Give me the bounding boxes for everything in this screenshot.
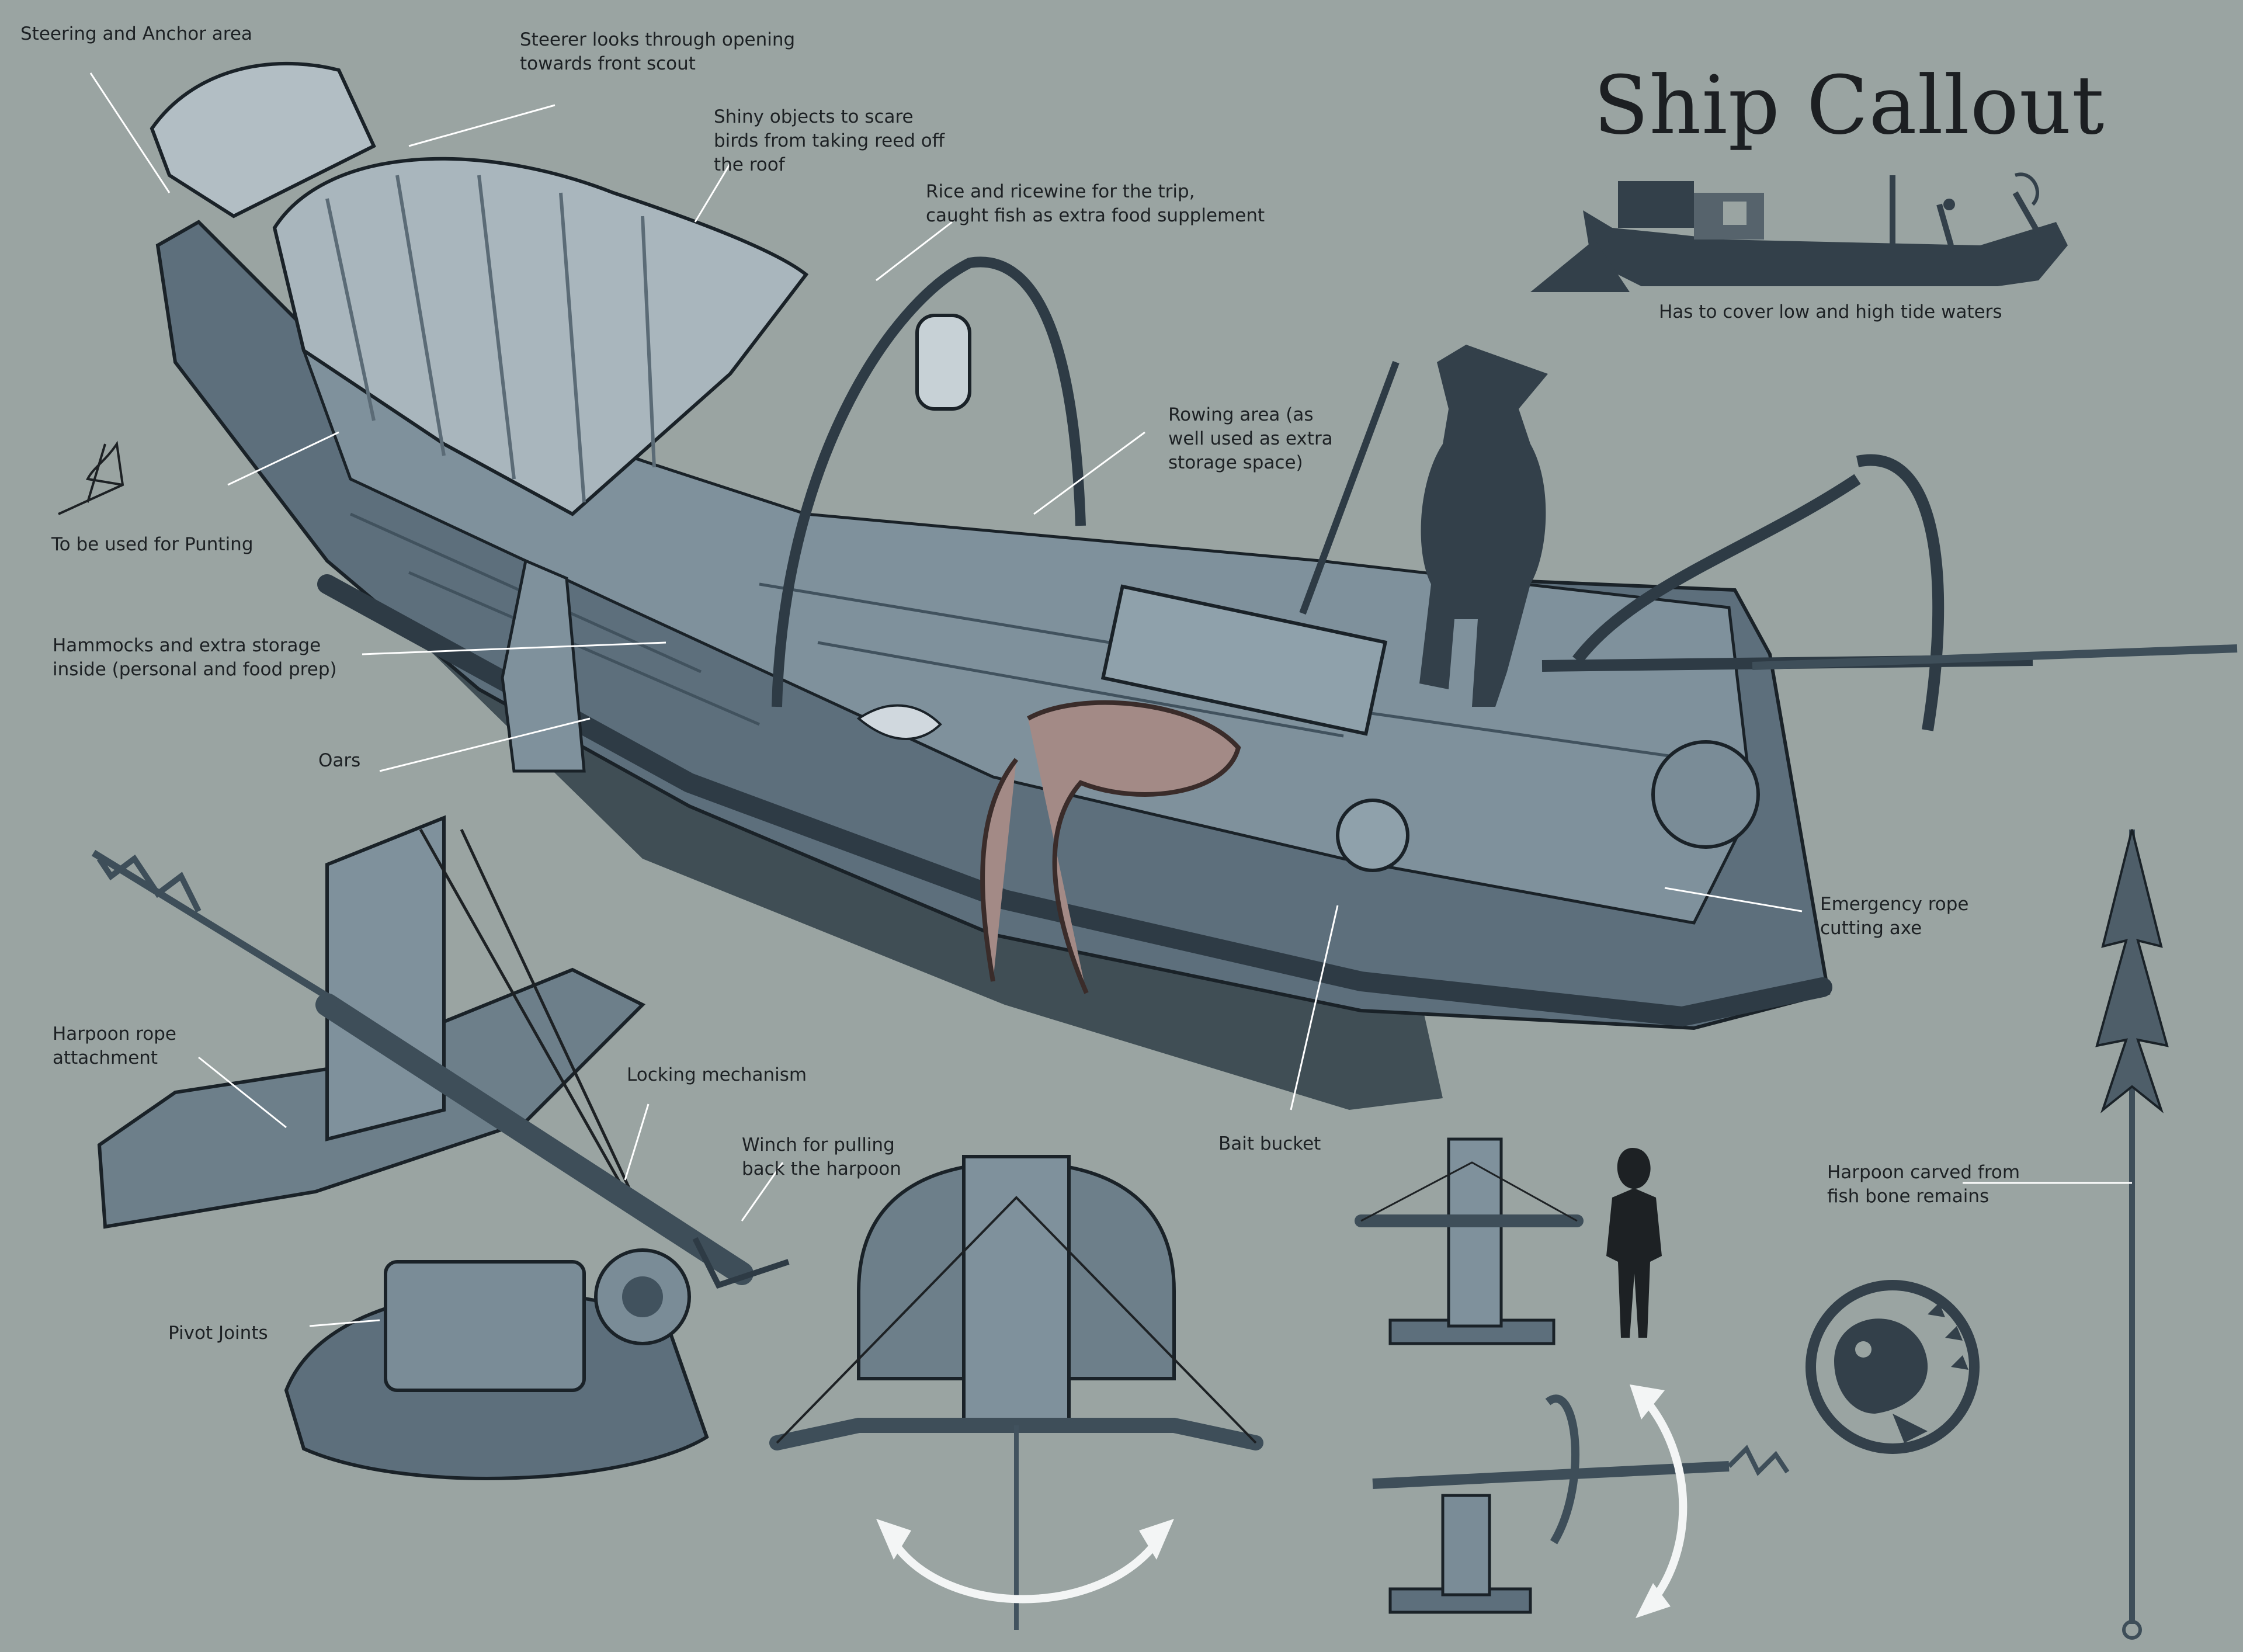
callout-line: Harpoon carved from xyxy=(1827,1162,2020,1183)
callout-line: Harpoon rope xyxy=(53,1023,176,1044)
ship-side-silhouette xyxy=(1530,172,2068,292)
hoop-frame xyxy=(772,256,1086,707)
steering-canopy xyxy=(150,61,376,218)
deck-winch xyxy=(1651,740,1760,849)
bait-bucket xyxy=(1336,799,1409,872)
callout-line: storage space) xyxy=(1168,452,1303,473)
callout-line: Rowing area (as xyxy=(1168,404,1314,425)
rotation-arrow-vertical-head-top xyxy=(1630,1384,1665,1420)
harpoon-drawing xyxy=(2095,829,2169,1640)
callout-line: Rice and ricewine for the trip, xyxy=(926,181,1195,202)
callout-harpoon-rope: Harpoon rope attachment xyxy=(53,1022,176,1070)
lantern xyxy=(915,314,971,411)
callout-shiny-objects: Shiny objects to scare birds from taking… xyxy=(714,105,945,177)
callout-line: well used as extra xyxy=(1168,428,1333,449)
callout-line: Emergency rope xyxy=(1820,894,1969,915)
ship-rail xyxy=(317,574,1832,1027)
fish-emblem-icon xyxy=(1805,1280,1980,1454)
callout-locking: Locking mechanism xyxy=(627,1064,807,1085)
callout-emergency-axe: Emergency rope cutting axe xyxy=(1820,893,1968,940)
page-title: Ship Callout xyxy=(1593,58,2105,152)
callout-bait-bucket: Bait bucket xyxy=(1218,1133,1321,1154)
ballista-profile-view xyxy=(1372,1394,1790,1614)
callout-line: inside (personal and food prep) xyxy=(53,659,337,680)
callout-line: birds from taking reed off xyxy=(714,130,945,151)
callout-line: Shiny objects to scare xyxy=(714,106,914,127)
hanging-cloth xyxy=(501,558,586,773)
ship-harpoon xyxy=(1752,644,2238,670)
callout-line: caught fish as extra food supplement xyxy=(926,205,1265,226)
callout-harpoon-bone: Harpoon carved from fish bone remains xyxy=(1827,1161,2020,1209)
callout-pivot: Pivot Joints xyxy=(168,1323,268,1344)
roof-slats xyxy=(325,175,656,503)
rotation-arrow-vertical-icon xyxy=(1644,1399,1688,1604)
callout-line: Steerer looks through opening xyxy=(520,29,796,50)
ballista-side-view xyxy=(1355,1137,1584,1345)
fish xyxy=(856,704,942,740)
rotation-arrow-vertical-head-bottom xyxy=(1636,1583,1671,1618)
callout-steering-anchor: Steering and Anchor area xyxy=(20,23,252,44)
cabin-roof xyxy=(272,157,809,516)
rotation-arrow-head-left xyxy=(876,1519,911,1560)
callout-line: the roof xyxy=(714,154,785,175)
ship-perspective-drawing xyxy=(150,61,2238,1030)
callout-line: back the harpoon xyxy=(742,1158,901,1179)
callout-rice: Rice and ricewine for the trip, caught f… xyxy=(926,180,1265,228)
punting-pole xyxy=(1299,360,1400,615)
deck-hatch xyxy=(1100,584,1388,736)
figure-silhouette xyxy=(1419,345,1548,707)
ballista-closeup-drawing xyxy=(91,815,790,1480)
rotation-arrow-head-right xyxy=(1139,1519,1174,1560)
punting-pole-sketch xyxy=(58,440,124,515)
callout-line: attachment xyxy=(53,1047,158,1068)
callout-lines xyxy=(89,72,2132,1327)
octopus xyxy=(980,700,1241,994)
callout-line: towards front scout xyxy=(520,53,696,74)
callout-winch: Winch for pulling back the harpoon xyxy=(742,1133,901,1181)
callout-steerer: Steerer looks through opening towards fr… xyxy=(520,28,795,76)
ballista-front-view xyxy=(769,1155,1263,1630)
callout-line: Hammocks and extra storage xyxy=(53,635,321,656)
scale-figure-silhouette xyxy=(1606,1148,1662,1338)
callout-oars: Oars xyxy=(318,750,361,771)
callout-rowing: Rowing area (as well used as extra stora… xyxy=(1168,403,1333,475)
callout-line: Winch for pulling xyxy=(742,1134,895,1155)
callout-punting: To be used for Punting xyxy=(51,534,254,555)
callout-hammocks: Hammocks and extra storage inside (perso… xyxy=(53,634,337,682)
callout-line: cutting axe xyxy=(1820,918,1922,939)
callout-line: fish bone remains xyxy=(1827,1186,1989,1207)
rotation-arrow-icon xyxy=(890,1539,1160,1604)
callout-tide: Has to cover low and high tide waters xyxy=(1659,301,2002,322)
